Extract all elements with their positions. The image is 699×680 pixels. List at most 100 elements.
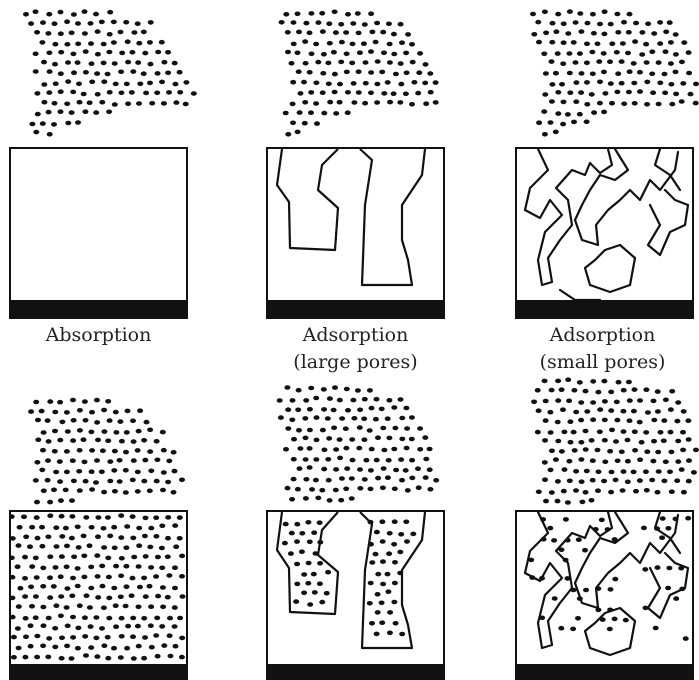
particle-dot: [71, 418, 77, 423]
particle-dot: [23, 12, 29, 17]
particle-dot: [375, 592, 381, 597]
particle-dot: [319, 600, 325, 605]
particle-dot: [130, 536, 136, 541]
particle-dot: [23, 616, 29, 621]
particle-dot: [578, 440, 584, 445]
particle-dot: [549, 40, 555, 45]
particle-dot: [344, 70, 350, 75]
particle-dot: [326, 478, 332, 483]
particle-dot: [306, 561, 312, 566]
particle-dot: [33, 556, 39, 561]
particle-dot: [58, 109, 64, 114]
particle-dot: [28, 623, 34, 628]
particle-dot: [59, 636, 65, 641]
particle-dot: [567, 479, 573, 484]
particle-dot: [650, 90, 656, 95]
particle-dot: [403, 468, 409, 473]
particle-dot: [179, 574, 185, 579]
particle-dot: [10, 536, 16, 541]
particle-dot: [70, 635, 76, 640]
particle-dot: [363, 60, 369, 65]
particle-dot: [93, 12, 99, 17]
particle-dot: [543, 71, 549, 76]
particle-dot: [337, 398, 343, 403]
particle-dot: [565, 377, 571, 382]
particle-dot: [416, 485, 422, 490]
particle-dot: [343, 426, 349, 431]
particle-dot: [631, 409, 637, 414]
particle-dot: [386, 436, 392, 441]
particle-dot: [46, 110, 52, 115]
particle-dot: [154, 616, 160, 621]
particle-dot: [417, 51, 423, 56]
particle-dot: [339, 476, 345, 481]
particle-dot: [317, 581, 323, 586]
particle-dot: [16, 604, 22, 609]
particle-dot: [625, 51, 631, 56]
particle-dot: [607, 449, 613, 454]
particle-dot: [147, 584, 153, 589]
particle-dot: [63, 488, 69, 493]
particle-dot: [148, 20, 154, 25]
particle-dot: [99, 100, 105, 105]
particle-dot: [105, 439, 111, 444]
particle-dot: [385, 572, 391, 577]
particle-dot: [141, 71, 147, 76]
particle-dot: [16, 646, 22, 651]
particle-dot: [614, 418, 620, 423]
particle-dot: [351, 416, 357, 421]
particle-dot: [75, 626, 81, 631]
particle-dot: [17, 586, 23, 591]
particle-dot: [681, 490, 687, 495]
particle-dot: [95, 534, 101, 539]
particle-dot: [172, 565, 178, 570]
particle-dot: [559, 387, 565, 392]
particle-dot: [427, 71, 433, 76]
particle-dot: [177, 616, 183, 621]
particle-dot: [577, 380, 583, 385]
particle-dot: [399, 478, 405, 483]
particle-dot: [645, 22, 651, 27]
particle-dot: [663, 398, 669, 403]
particle-dot: [76, 469, 82, 474]
particle-dot: [83, 515, 89, 520]
particle-dot: [46, 616, 52, 621]
particle-dot: [601, 110, 607, 115]
particle-dot: [87, 100, 93, 105]
particle-dot: [303, 61, 309, 66]
particle-dot: [369, 406, 375, 411]
particle-dot: [374, 21, 380, 26]
particle-dot: [123, 450, 129, 455]
particle-dot: [89, 80, 95, 85]
particle-dot: [362, 477, 368, 482]
particle-dot: [584, 469, 590, 474]
particle-dot: [561, 40, 567, 45]
particle-dot: [112, 449, 118, 454]
particle-dot: [404, 539, 410, 544]
particle-dot: [58, 614, 64, 619]
particle-dot: [308, 11, 314, 16]
particle-dot: [137, 585, 143, 590]
particle-dot: [381, 466, 387, 471]
particle-dot: [403, 406, 409, 411]
particle-dot: [571, 388, 577, 393]
particle-dot: [601, 70, 607, 75]
particle-dot: [40, 121, 46, 126]
particle-dot: [29, 604, 35, 609]
particle-dot: [141, 30, 147, 35]
panel-absorption-before: [10, 9, 197, 318]
particle-dot: [620, 488, 626, 493]
particle-dot: [678, 566, 684, 571]
particle-dot: [614, 400, 620, 405]
particle-dot: [159, 524, 165, 529]
particle-dot: [573, 410, 579, 415]
particle-dot: [291, 437, 297, 442]
particle-dot: [136, 605, 142, 610]
particle-dot: [93, 110, 99, 115]
particle-dot: [143, 91, 149, 96]
particle-dot: [333, 111, 339, 116]
particle-dot: [147, 428, 153, 433]
particle-dot: [393, 72, 399, 77]
particle-dot: [107, 90, 113, 95]
particle-dot: [375, 476, 381, 481]
